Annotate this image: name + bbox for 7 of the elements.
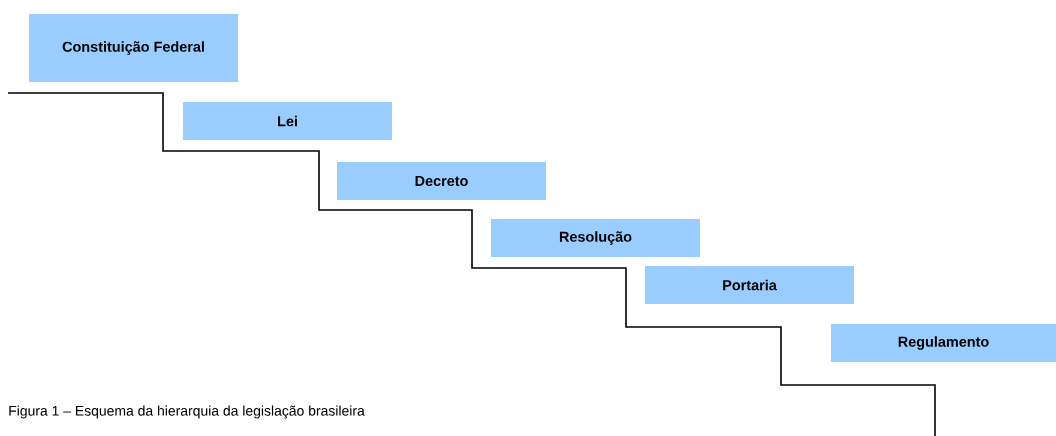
caption: Figura 1 – Esquema da hierarquia da legislação brasileira [9,405,365,419]
step-box: Portaria [645,266,854,304]
step-box: Decreto [337,162,546,200]
step-box: Lei [183,102,392,140]
step-box: Resolução [491,219,700,257]
step-box: Constituição Federal [29,14,238,82]
step-box: Regulamento [831,324,1056,362]
